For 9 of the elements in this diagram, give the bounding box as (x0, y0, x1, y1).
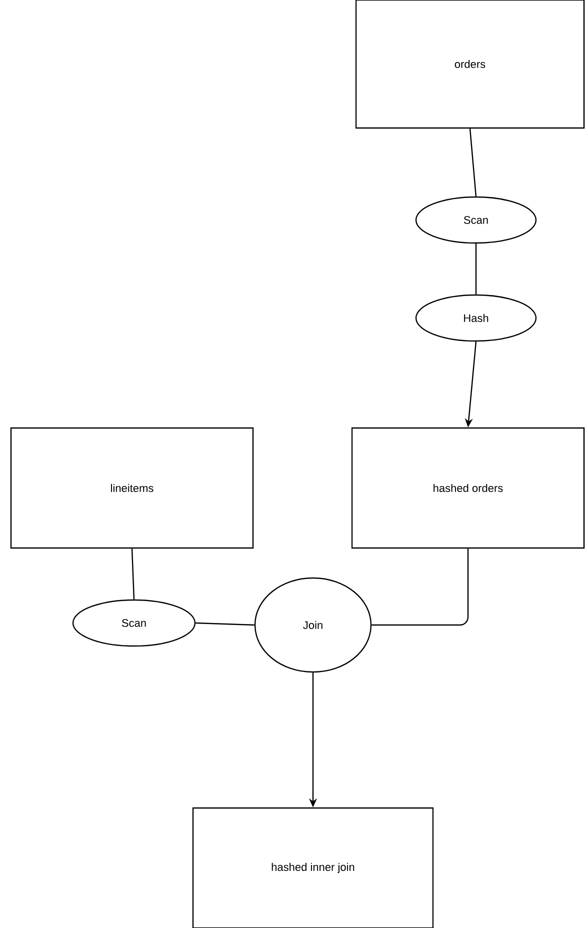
table-box: lineitems (10, 427, 254, 549)
connector (469, 128, 477, 196)
connector (131, 548, 135, 600)
connector (372, 548, 469, 626)
table-box: orders (355, 0, 585, 129)
connector (475, 244, 477, 294)
connector (196, 622, 254, 626)
table-box: hashed orders (351, 427, 585, 549)
result-box: hashed inner join (192, 807, 434, 928)
